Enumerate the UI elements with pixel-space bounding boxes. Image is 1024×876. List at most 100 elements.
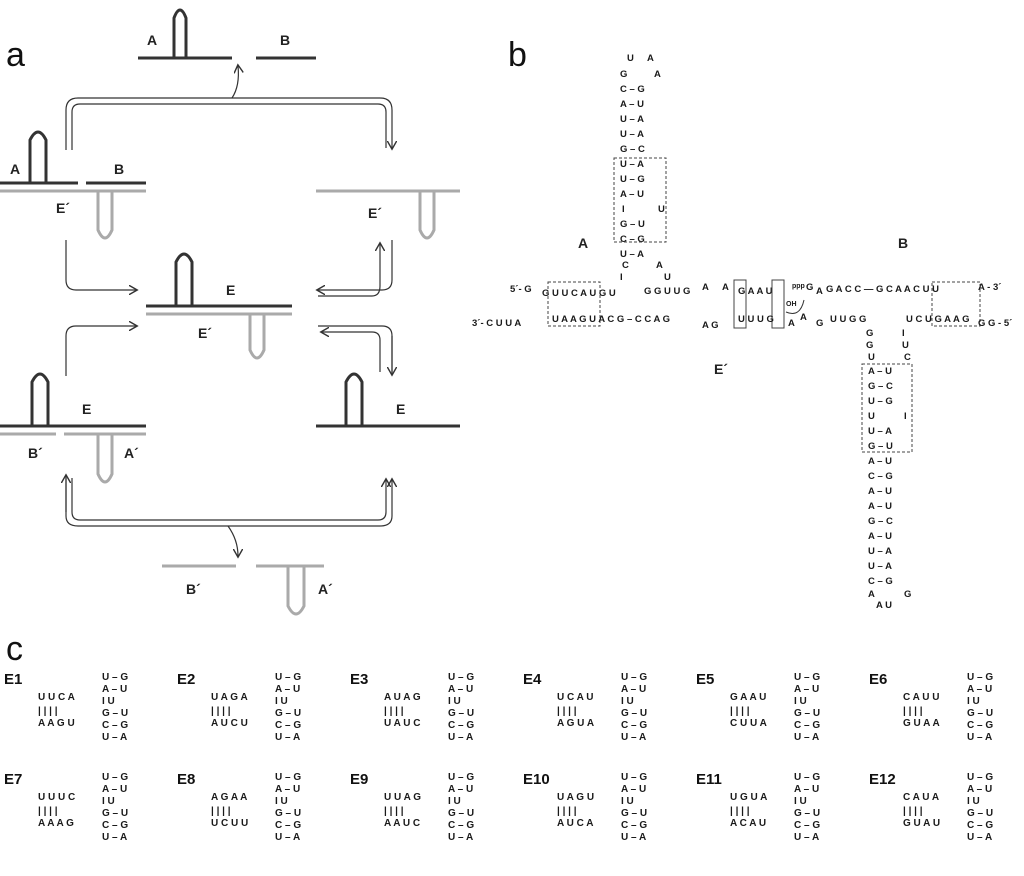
variant-top-e9: U U A G: [384, 792, 421, 803]
svg-text:G: G: [806, 282, 813, 293]
svg-text:C – G: C – G: [620, 234, 645, 245]
stem-pair-e7-0: U – G: [102, 772, 128, 783]
variant-bars-e4: | | | |: [557, 706, 577, 717]
stem-pair-e5-1: A – U: [794, 684, 819, 695]
stem-pair-e9-3: G – U: [448, 808, 474, 819]
center-complex: E E´: [146, 252, 292, 360]
stem-pair-e2-5: U – A: [275, 732, 300, 743]
stem-pair-e3-2: I U: [448, 696, 461, 707]
stem-pair-e10-2: I U: [621, 796, 634, 807]
stem-pair-e4-1: A – U: [621, 684, 646, 695]
variant-top-e8: A G A A: [211, 792, 247, 803]
top-ab-strands: A B: [138, 8, 316, 60]
svg-text:U – A: U – A: [868, 426, 892, 437]
right-upper-strand: E´: [316, 189, 460, 240]
right-upper-label-ep: E´: [368, 205, 382, 221]
svg-text:U – A: U – A: [868, 561, 892, 572]
stem-pair-e5-2: I U: [794, 696, 807, 707]
stem-pair-e9-1: A – U: [448, 784, 473, 795]
left-lower-label-bp: B´: [28, 445, 43, 461]
variant-name-e4: E4: [523, 671, 542, 688]
stem-pair-e4-4: C – G: [621, 720, 647, 731]
svg-text:U: U: [627, 53, 634, 64]
svg-text:C – G: C – G: [868, 576, 893, 587]
variant-bars-e7: | | | |: [38, 806, 58, 817]
stem-pair-e5-4: C – G: [794, 720, 820, 731]
svg-text:U C U G A A G: U C U G A A G: [906, 314, 970, 325]
stem-pair-e10-0: U – G: [621, 772, 647, 783]
variant-bars-e6: | | | |: [903, 706, 923, 717]
svg-text:A U: A U: [876, 600, 892, 611]
svg-text:U – A: U – A: [620, 249, 644, 260]
svg-text:U – A: U – A: [620, 129, 644, 140]
variant-name-e5: E5: [696, 671, 714, 688]
left-lower-complex: E B´ A´: [0, 372, 146, 484]
stem-pair-e3-4: C – G: [448, 720, 474, 731]
bottom-strands: B´ A´: [162, 564, 333, 616]
svg-text:A G: A G: [702, 320, 719, 331]
bottom-label-bp: B´: [186, 581, 201, 597]
variant-top-e10: U A G U: [557, 792, 594, 803]
stem-pair-e8-0: U – G: [275, 772, 301, 783]
svg-text:A: A: [868, 589, 875, 600]
variant-bars-e8: | | | |: [211, 806, 231, 817]
svg-text:U A A G U A C G – C C A G: U A A G U A C G – C C A G: [552, 314, 670, 325]
stem-pair-e4-2: I U: [621, 696, 634, 707]
label-a: A: [578, 235, 588, 251]
variant-bottom-e10: A U C A: [557, 818, 593, 829]
stem-pair-e7-5: U – A: [102, 832, 127, 843]
stem-pair-e11-0: U – G: [794, 772, 820, 783]
stem-pair-e5-3: G – U: [794, 708, 820, 719]
svg-text:G: G: [904, 589, 911, 600]
variant-bars-e5: | | | |: [730, 706, 750, 717]
stem-pair-e9-0: U – G: [448, 772, 474, 783]
variant-bars-e2: | | | |: [211, 706, 231, 717]
stem-pair-e12-5: U – A: [967, 832, 992, 843]
svg-text:A: A: [722, 282, 729, 293]
svg-text:A: A: [702, 282, 709, 293]
stem-pair-e4-3: G – U: [621, 708, 647, 719]
variant-top-e7: U U U C: [38, 792, 75, 803]
svg-text:I: I: [904, 411, 907, 422]
stem-pair-e1-4: C – G: [102, 720, 128, 731]
variant-bottom-e7: A A A G: [38, 818, 74, 829]
svg-text:G A A U: G A A U: [738, 286, 773, 297]
stem-pair-e11-5: U – A: [794, 832, 819, 843]
svg-text:A: A: [788, 318, 795, 329]
stem-pair-e8-3: G – U: [275, 808, 301, 819]
stem-pair-e11-4: C – G: [794, 820, 820, 831]
svg-text:I: I: [620, 272, 623, 283]
variant-bottom-e2: A U C U: [211, 718, 248, 729]
svg-text:U: U: [868, 352, 875, 363]
svg-text:G – U: G – U: [620, 219, 645, 230]
stem-pair-e12-4: C – G: [967, 820, 993, 831]
left-upper-label-a: A: [10, 161, 20, 177]
svg-text:C – G: C – G: [868, 471, 893, 482]
variant-name-e9: E9: [350, 771, 368, 788]
svg-text:U – A: U – A: [620, 159, 644, 170]
stem-pair-e1-2: I U: [102, 696, 115, 707]
variant-name-e7: E7: [4, 771, 22, 788]
five-prime-right: G G - 5´: [978, 318, 1012, 329]
stem-pair-e2-1: A – U: [275, 684, 300, 695]
stem-pair-e6-5: U – A: [967, 732, 992, 743]
stem-pair-e6-0: U – G: [967, 672, 993, 683]
stem-pair-e2-4: C – G: [275, 720, 301, 731]
variant-bars-e10: | | | |: [557, 806, 577, 817]
variant-top-e3: A U A G: [384, 692, 421, 703]
svg-text:U U G G: U U G G: [830, 314, 866, 325]
left-lower-label-e: E: [82, 401, 91, 417]
variant-bottom-e3: U A U C: [384, 718, 420, 729]
variant-top-e12: C A U A: [903, 792, 939, 803]
stem-pair-e1-5: U – A: [102, 732, 127, 743]
stem-pair-e9-5: U – A: [448, 832, 473, 843]
stem-pair-e3-3: G – U: [448, 708, 474, 719]
svg-text:U – A: U – A: [620, 114, 644, 125]
variant-top-e1: U U C A: [38, 692, 75, 703]
svg-text:G – U: G – U: [868, 441, 893, 452]
svg-text:A – U: A – U: [868, 531, 892, 542]
left-upper-complex: A B E´: [0, 130, 146, 240]
svg-text:I: I: [622, 204, 625, 215]
horizontal-top-strand: 5´- G G U U C A U G U G G U U G A A G A …: [510, 279, 1001, 329]
